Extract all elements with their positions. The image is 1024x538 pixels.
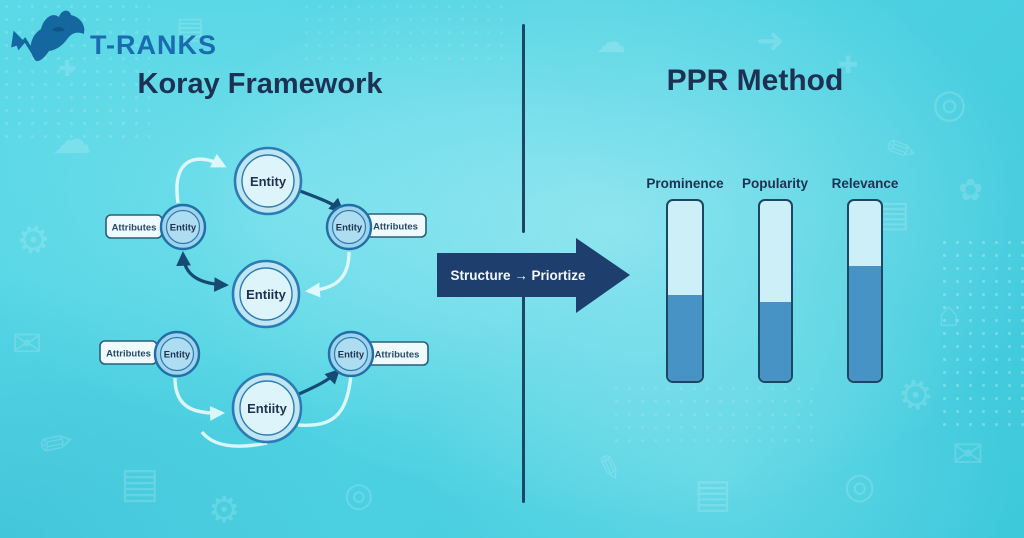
document-icon: ▤ <box>694 472 732 516</box>
ppr-method-title: PPR Method <box>666 64 844 97</box>
arrow-head <box>576 238 630 313</box>
relevance-bar-group: Relevance <box>805 176 925 383</box>
attribute-label-top-left: Attributes <box>112 223 157 234</box>
structure-prioritize-arrow: Structure → Priortize <box>437 238 631 313</box>
popularity-bar <box>757 199 793 383</box>
entity-diagram: Attributes Attributes Attributes Attribu… <box>99 146 429 448</box>
entity-node-bottom-right-label: Entity <box>338 350 365 361</box>
entity-node-left-label: Entity <box>170 223 197 234</box>
prominence-bar-group: Prominence <box>625 176 745 383</box>
pencil-icon: ✏ <box>35 418 78 470</box>
entity-node-bottom-left-label: Entity <box>164 350 191 361</box>
popularity-label: Popularity <box>741 176 808 191</box>
divider-line-top <box>522 24 525 233</box>
attribute-label-bottom-left: Attributes <box>106 349 151 360</box>
home-icon: ⌂ <box>938 293 960 334</box>
prominence-bar <box>666 199 704 383</box>
relevance-bar <box>847 199 883 383</box>
entity-node-top-label: Entity <box>250 174 287 189</box>
large-entity-nodes: Entity Entiity Entiity <box>231 146 303 444</box>
entity-node-bottom-label: Entiity <box>247 401 287 416</box>
arrow-body <box>437 253 576 297</box>
pencil-icon: ✏ <box>880 125 923 174</box>
gear-icon: ⚙ <box>11 216 55 266</box>
mail-icon: ✉ <box>952 434 984 476</box>
halftone-pattern <box>938 236 1024 428</box>
cloud-icon: ☁ <box>596 26 626 59</box>
halftone-pattern <box>610 382 820 448</box>
document-icon: ▤ <box>120 459 160 506</box>
entity-node-right-label: Entity <box>336 223 363 234</box>
t-ranks-logo: T-RANKS <box>6 4 217 70</box>
prominence-label: Prominence <box>646 176 724 191</box>
target-icon: ◎ <box>844 465 876 506</box>
divider-line-bottom <box>522 296 525 503</box>
flower-icon: ✿ <box>958 174 984 207</box>
pen-icon: ✎ <box>591 446 628 490</box>
popularity-bar-fill <box>759 301 791 381</box>
shark-chart-logo-icon <box>11 10 85 62</box>
relevance-bar-fill <box>849 265 881 381</box>
gear-icon: ⚙ <box>208 489 241 530</box>
target-icon: ◎ <box>932 82 967 126</box>
arrow-icon: ➜ <box>756 22 785 60</box>
target-icon: ◎ <box>344 476 374 514</box>
logo-wordmark: T-RANKS <box>90 29 217 60</box>
small-entity-nodes: Entity Entity Entity Entity <box>153 203 375 378</box>
mail-icon: ✉ <box>12 323 43 364</box>
arrow-label: Structure → Priortize <box>450 267 586 283</box>
attribute-label-bottom-right: Attributes <box>375 350 420 361</box>
entity-node-middle-label: Entiity <box>246 287 286 302</box>
attribute-boxes: Attributes Attributes Attributes Attribu… <box>99 213 429 366</box>
prominence-bar-fill <box>668 294 702 381</box>
relevance-label: Relevance <box>831 176 899 191</box>
popularity-bar-group: Popularity <box>715 176 835 383</box>
halftone-pattern <box>300 0 510 60</box>
koray-framework-title: Koray Framework <box>137 68 383 100</box>
attribute-label-top-right: Attributes <box>373 222 418 233</box>
